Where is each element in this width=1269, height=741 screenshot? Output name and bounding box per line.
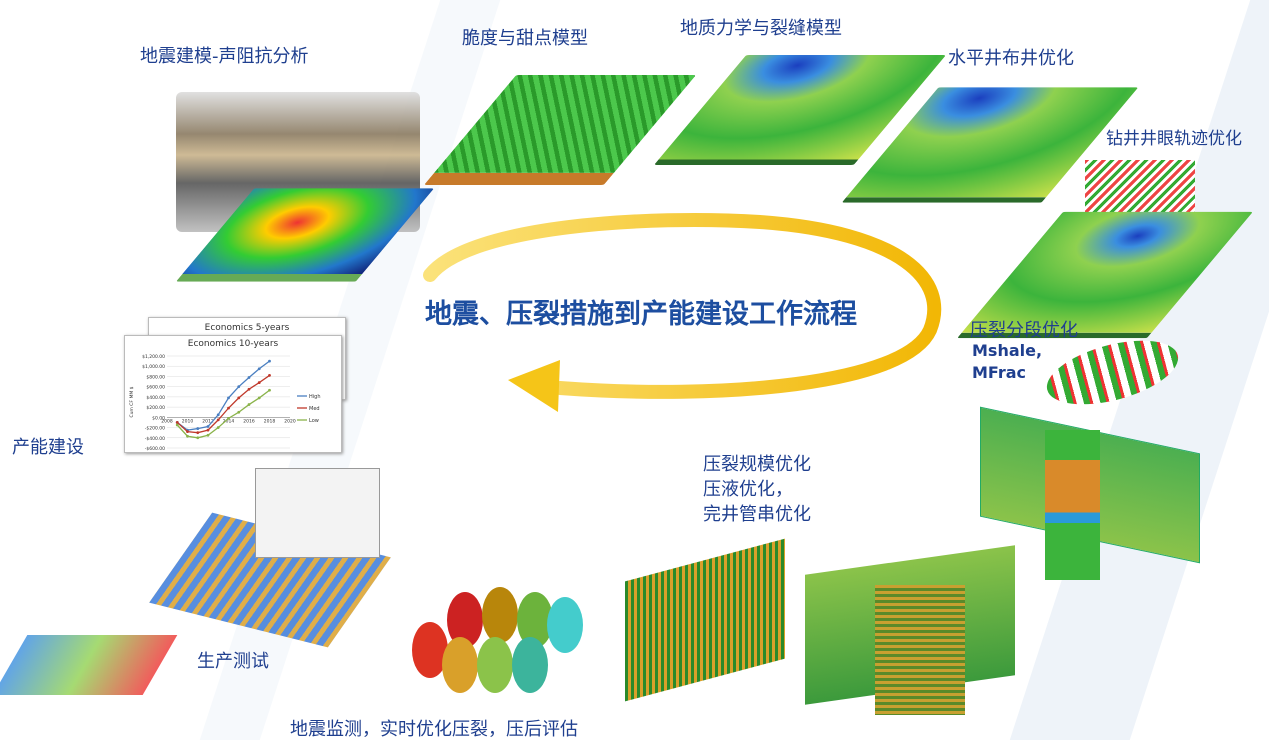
y-tick-label: $400.00 <box>146 395 165 401</box>
legend-label: Low <box>309 418 319 424</box>
label-seismic-modeling: 地震建模-声阻抗分析 <box>140 46 309 67</box>
legend-label: High <box>309 394 321 400</box>
y-tick-label: -$400.00 <box>145 436 165 442</box>
legend-label: Med <box>309 406 320 412</box>
arrow-head <box>508 360 560 412</box>
x-tick-label: 2008 <box>161 418 173 424</box>
y-tick-label: $600.00 <box>146 385 165 391</box>
label-geomechanics: 地质力学与裂缝模型 <box>680 18 842 39</box>
disc-group <box>412 587 583 693</box>
label-frac-fluid: 压液优化， <box>703 479 793 500</box>
grid-fracture-block <box>875 585 965 715</box>
series-line-high <box>176 360 270 431</box>
label-production-test: 生产测试 <box>197 651 269 672</box>
data-point <box>186 430 189 434</box>
y-tick-label: $1,200.00 <box>142 354 165 360</box>
data-point <box>175 421 179 424</box>
economics-5yr-title: Economics 5-years <box>204 323 290 333</box>
label-frac-scale: 压裂规模优化 <box>703 454 811 475</box>
y-tick-label: -$200.00 <box>145 426 165 432</box>
data-point <box>186 434 189 438</box>
label-completion: 完井管串优化 <box>703 504 811 525</box>
data-point <box>257 367 261 371</box>
data-point <box>206 433 210 437</box>
microseismic-discs-image <box>412 587 583 693</box>
label-mshale: Mshale, <box>972 341 1043 360</box>
y-tick-label: $200.00 <box>146 405 165 411</box>
economics-chart: $1,200.00 $1,000.00 $800.00 $600.00 $400.00 $… <box>129 354 321 452</box>
label-mfrac: MFrac <box>972 363 1026 382</box>
data-point <box>257 396 261 400</box>
data-point <box>268 374 271 377</box>
data-point <box>237 385 241 389</box>
label-frac-staging: 压裂分段优化 <box>970 320 1078 341</box>
data-point <box>227 396 230 400</box>
data-point <box>196 427 200 430</box>
data-point <box>237 396 241 400</box>
x-tick-label: 2014 <box>223 418 235 424</box>
data-point <box>257 381 261 384</box>
label-well-placement: 水平井布井优化 <box>948 48 1074 69</box>
data-point <box>206 428 210 432</box>
data-point <box>216 418 220 422</box>
data-point <box>268 388 271 392</box>
economics-10yr-card: Economics 10-years $1,200.00 $1,000.00 $80… <box>124 335 342 453</box>
label-production-build: 产能建设 <box>12 437 84 458</box>
workflow-title: 地震、压裂措施到产能建设工作流程 <box>425 299 857 330</box>
y-tick-label: $1,000.00 <box>142 364 165 370</box>
label-monitoring: 地震监测，实时优化压裂，压后评估 <box>290 719 578 740</box>
data-point <box>196 436 200 440</box>
data-point <box>216 426 220 429</box>
y-tick-label: $800.00 <box>146 374 165 380</box>
x-tick-label: 2010 <box>182 418 194 424</box>
data-point <box>247 376 251 379</box>
data-point <box>206 425 210 428</box>
label-brittleness: 脆度与甜点模型 <box>462 28 588 49</box>
x-tick-label: 2016 <box>243 418 255 424</box>
x-tick-label: 2012 <box>202 418 214 424</box>
data-point <box>237 410 241 414</box>
y-tick-label: $0.00 <box>152 415 165 421</box>
y-axis-label: Cum CF MM $ <box>129 386 135 417</box>
data-point <box>227 406 230 410</box>
label-trajectory: 钻井井眼轨迹优化 <box>1106 129 1242 149</box>
data-point <box>247 403 251 406</box>
series-line-low <box>176 389 270 439</box>
y-tick-label: -$600.00 <box>145 446 165 452</box>
x-tick-label: 2018 <box>264 418 276 424</box>
chart-title: Economics 10-years <box>187 339 279 349</box>
data-point <box>196 431 200 435</box>
data-point <box>247 387 251 391</box>
production-plot-window <box>255 468 380 558</box>
data-point <box>216 413 220 417</box>
grid-column-image <box>1045 430 1100 580</box>
data-point <box>175 423 179 427</box>
x-tick-label: 2020 <box>284 418 296 424</box>
series-line-med <box>176 374 270 434</box>
data-point <box>268 359 271 363</box>
data-point <box>227 416 230 420</box>
